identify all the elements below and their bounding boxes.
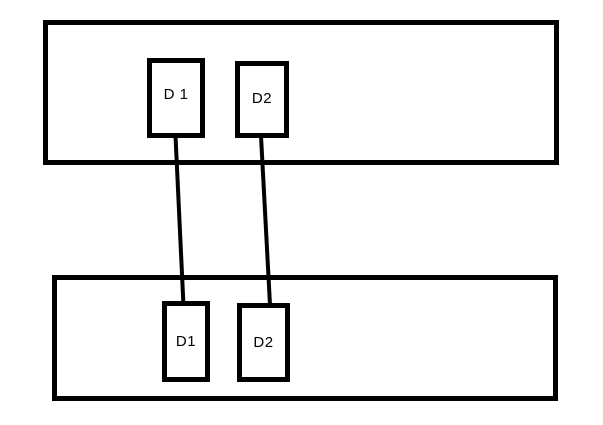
node-top-d1-label: D 1 <box>163 85 189 103</box>
node-bottom-d2-label: D2 <box>253 334 274 351</box>
node-bottom-d1: D1 <box>162 301 210 382</box>
connector-d1-line <box>173 135 186 307</box>
connector-d2-line <box>259 135 272 306</box>
node-bottom-d1-label: D1 <box>175 333 197 350</box>
bottom-container-rect <box>52 275 558 401</box>
node-top-d2-label: D2 <box>251 90 273 107</box>
node-bottom-d2: D2 <box>237 303 290 382</box>
node-top-d1: D 1 <box>147 58 205 138</box>
top-container-rect <box>43 20 559 165</box>
node-top-d2: D2 <box>235 61 289 138</box>
